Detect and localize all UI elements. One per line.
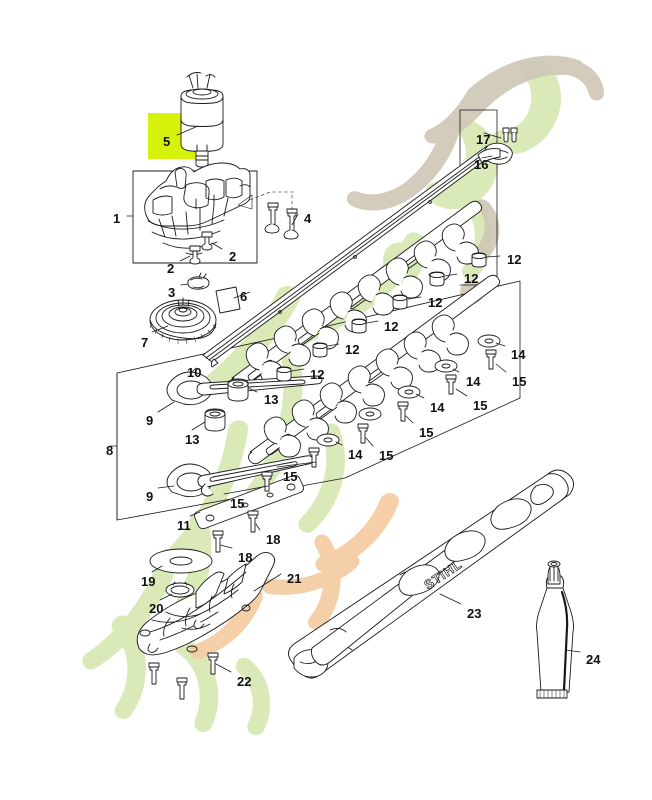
blade-bar-drawing [202,145,497,368]
lower-housing-shroud-drawing [136,551,276,656]
screw-18-drawing [212,510,259,553]
callout-15[interactable]: 15 [512,374,527,389]
callout-8[interactable]: 8 [106,443,114,458]
callout-22[interactable]: 22 [237,674,252,689]
connecting-rod-lower-drawing [166,455,314,498]
callout-12[interactable]: 12 [345,342,360,357]
spacer-plate-drawing [215,286,241,314]
screw-15-drawing [261,349,497,492]
callout-12[interactable]: 12 [384,319,399,334]
callout-14[interactable]: 14 [348,447,363,462]
washer-14-drawing [316,334,501,447]
bushing-12-drawing [276,252,487,382]
callout-15[interactable]: 15 [473,398,488,413]
gearbox-housing-drawing [144,162,251,255]
callout-15[interactable]: 15 [379,448,394,463]
retaining-clip-drawing [187,272,210,290]
callout-24[interactable]: 24 [586,652,601,667]
washer-large-19-drawing [149,548,213,574]
callout-3[interactable]: 3 [168,285,176,300]
callout-15[interactable]: 15 [230,496,245,511]
blade-guide-rail-drawing [194,474,304,530]
callout-12[interactable]: 12 [464,271,479,286]
drive-gear-wheel-drawing [149,297,217,345]
callout-11[interactable]: 11 [177,518,191,533]
blade-teeth-row-a [245,223,479,384]
callout-21[interactable]: 21 [287,571,302,586]
callout-20[interactable]: 20 [149,601,164,616]
bushing-13-drawing [204,378,249,432]
callout-4[interactable]: 4 [304,211,312,226]
callout-12[interactable]: 12 [507,252,522,267]
callout-12[interactable]: 12 [310,367,325,382]
callout-9[interactable]: 9 [146,489,154,504]
blade-tip-guard-drawing [477,127,518,165]
callout-15[interactable]: 15 [419,425,434,440]
screw-4-drawing [264,202,299,240]
blade-scabbard-drawing: STIHL [288,469,574,679]
callout-5[interactable]: 5 [163,134,171,149]
callout-18[interactable]: 18 [238,550,253,565]
callout-14[interactable]: 14 [430,400,445,415]
callout-13[interactable]: 13 [185,432,200,447]
callout-16[interactable]: 16 [474,157,489,172]
blade-teeth-row-b [263,314,469,458]
callout-7[interactable]: 7 [141,335,149,350]
callout-19[interactable]: 19 [141,574,156,589]
screw-22-drawing [148,652,219,700]
callout-2[interactable]: 2 [167,261,175,276]
leader-lines [109,125,581,673]
screw-2-drawing [189,231,213,265]
callout-23[interactable]: 23 [467,606,482,621]
callout-14[interactable]: 14 [511,347,526,362]
callout-18[interactable]: 18 [266,532,281,547]
callout-17[interactable]: 17 [476,132,491,147]
grease-tube-drawing [536,560,574,699]
callout-12[interactable]: 12 [428,295,443,310]
callout-1[interactable]: 1 [113,211,121,226]
callout-15[interactable]: 15 [283,469,298,484]
callout-2[interactable]: 2 [229,249,237,264]
callout-10[interactable]: 10 [187,365,202,380]
callout-13[interactable]: 13 [264,392,279,407]
callout-9[interactable]: 9 [146,413,154,428]
electric-motor-drawing [180,72,224,178]
circlip-20-drawing [165,581,195,598]
callout-14[interactable]: 14 [466,374,481,389]
callout-6[interactable]: 6 [240,289,248,304]
